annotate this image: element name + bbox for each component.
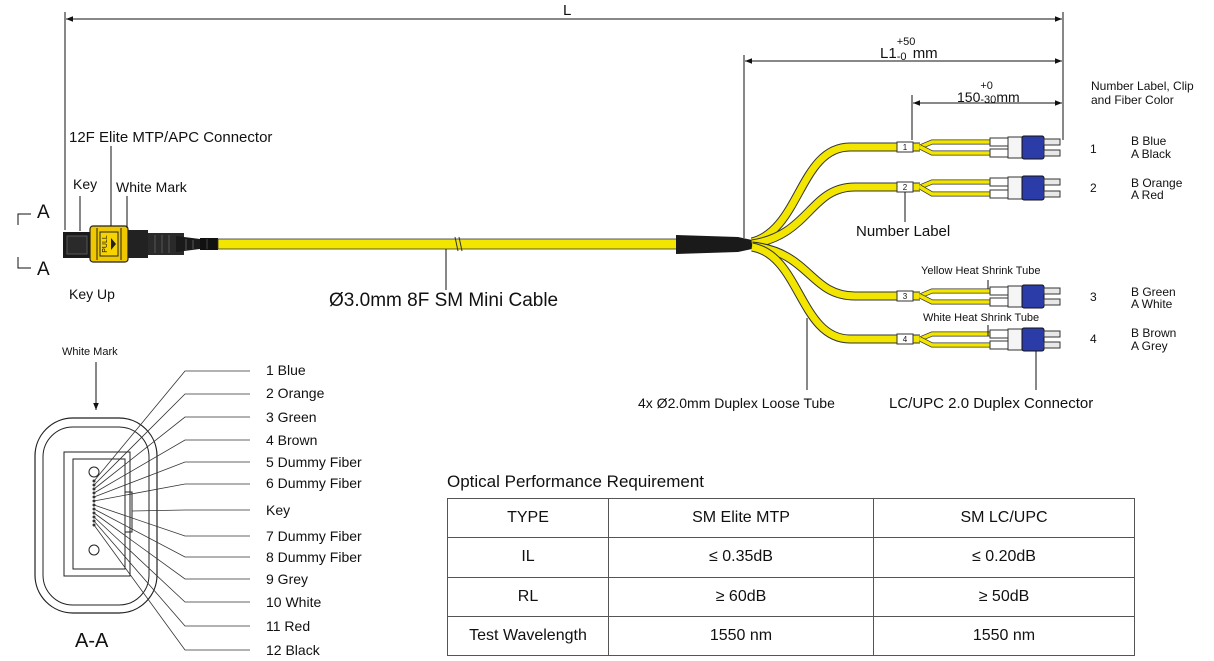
- mtp-connector: PULL: [63, 225, 218, 263]
- lc-leg-2: [918, 179, 990, 197]
- tube-label-1: 1: [903, 143, 908, 152]
- dimension-L: [64, 12, 1064, 230]
- dim-L1-tolerance: +50-0: [897, 36, 916, 63]
- endface-section: [34, 362, 158, 614]
- legend-header-line2: and Fiber Color: [1091, 93, 1174, 107]
- fiber-label-5: 5 Dummy Fiber: [266, 454, 362, 470]
- performance-title: Optical Performance Requirement: [447, 472, 705, 491]
- fiber-label-9: 9 Grey: [266, 571, 309, 587]
- fiber-label-4: 4 Brown: [266, 432, 318, 448]
- lc-connector-2: [989, 175, 1061, 201]
- fiber-label-11: 11 Red: [266, 618, 311, 634]
- fiber-label-2: 2 Orange: [266, 385, 325, 401]
- key-up-label: Key Up: [69, 286, 115, 302]
- dim-150-text: 150: [957, 89, 981, 105]
- section-marker-A: [17, 213, 31, 269]
- row-il-lc: ≤ 0.20dB: [873, 537, 1135, 578]
- leg-number-4: 4: [1090, 332, 1097, 346]
- dim-L1-sup: +50: [896, 36, 916, 48]
- dim-150-sup: +0: [980, 80, 993, 92]
- mtp-connector-label: 12F Elite MTP/APC Connector: [69, 129, 273, 146]
- fiber-label-12: 12 Black: [266, 642, 320, 658]
- lc-connector-label: LC/UPC 2.0 Duplex Connector: [889, 395, 1094, 412]
- cable-label: Ø3.0mm 8F SM Mini Cable: [329, 290, 559, 311]
- leg-4-fiber-a: A Grey: [1131, 339, 1168, 353]
- fiber-label-1: 1 Blue: [266, 362, 306, 378]
- lc-leg-4: [918, 331, 990, 348]
- leg-number-2: 2: [1090, 181, 1097, 195]
- row-rl-label: RL: [447, 576, 609, 617]
- dimension-150: [911, 95, 1062, 140]
- row-rl-lc: ≥ 50dB: [873, 576, 1135, 617]
- fiber-label-10: 10 White: [266, 594, 322, 610]
- lc-connector-3: [989, 284, 1061, 309]
- loose-tube-label: 4x Ø2.0mm Duplex Loose Tube: [638, 395, 835, 411]
- fiber-leaders: [93, 370, 250, 651]
- leg-2-fiber-b: B Orange: [1131, 176, 1183, 190]
- leg-3-fiber-a: A White: [1131, 297, 1173, 311]
- tube-label-3: 3: [903, 292, 908, 301]
- leg-4-fiber-b: B Brown: [1131, 326, 1177, 340]
- fiber-label-8: 8 Dummy Fiber: [266, 549, 362, 565]
- leg-3-fiber-b: B Green: [1131, 285, 1176, 299]
- lc-connector-1: [989, 135, 1061, 160]
- section-label-top: A: [37, 202, 50, 223]
- fiber-label-7: 7 Dummy Fiber: [266, 528, 362, 544]
- dim-L-label: L: [563, 2, 572, 19]
- leg-number-1: 1: [1090, 142, 1097, 156]
- header-type: TYPE: [447, 497, 609, 539]
- dim-L1-text: L1: [880, 45, 897, 62]
- leg-1-fiber-b: B Blue: [1131, 134, 1167, 148]
- key-label: Key: [73, 176, 98, 192]
- breakout-boot: [676, 235, 752, 254]
- dim-150-unit: mm: [996, 89, 1020, 105]
- pull-tab-text: PULL: [102, 235, 109, 253]
- performance-table: TYPE SM Elite MTP SM LC/UPC IL ≤ 0.35dB …: [447, 497, 1135, 657]
- header-mtp: SM Elite MTP: [608, 497, 874, 539]
- legend-header-line1: Number Label, Clip: [1091, 79, 1194, 93]
- number-label-text: Number Label: [856, 223, 951, 240]
- endface-white-mark-label: White Mark: [62, 346, 118, 358]
- leg-1-fiber-a: A Black: [1131, 147, 1172, 161]
- row-il-label: IL: [447, 537, 609, 578]
- table-row: IL ≤ 0.35dB ≤ 0.20dB: [447, 537, 1135, 578]
- dim-150-sub: -30: [980, 94, 997, 106]
- row-wl-label: Test Wavelength: [447, 615, 609, 657]
- fiber-label-key: Key: [266, 502, 291, 518]
- fanout-tubes: [750, 142, 920, 344]
- white-mark-label: White Mark: [116, 179, 187, 195]
- row-rl-mtp: ≥ 60dB: [608, 576, 874, 617]
- fiber-label-3: 3 Green: [266, 409, 317, 425]
- table-header-row: TYPE SM Elite MTP SM LC/UPC: [447, 497, 1135, 539]
- yellow-tube-label: Yellow Heat Shrink Tube: [921, 265, 1041, 277]
- tube-label-4: 4: [903, 335, 908, 344]
- dim-L1-sub: -0: [896, 51, 907, 63]
- dimension-L1: [743, 55, 1062, 238]
- dim-150-tolerance: +0-30: [980, 80, 996, 106]
- endface-title: A-A: [75, 630, 109, 652]
- lc-connector-4: [989, 327, 1061, 352]
- fiber-dots: [92, 479, 96, 527]
- table-row: Test Wavelength 1550 nm 1550 nm: [447, 615, 1135, 657]
- lc-leg-3: [918, 288, 990, 305]
- header-lc: SM LC/UPC: [873, 497, 1135, 539]
- row-il-mtp: ≤ 0.35dB: [608, 537, 874, 578]
- section-label-bottom: A: [37, 259, 50, 280]
- leg-number-3: 3: [1090, 290, 1097, 304]
- dim-L1-unit: mm: [912, 45, 938, 62]
- leg-2-fiber-a: A Red: [1131, 188, 1164, 202]
- row-wl-lc: 1550 nm: [873, 615, 1135, 657]
- lc-leg-1: [918, 139, 990, 156]
- tube-label-2: 2: [903, 183, 908, 192]
- row-wl-mtp: 1550 nm: [608, 615, 874, 657]
- tube-number-labels: 1 2 3 4: [896, 141, 914, 345]
- main-cable: [217, 236, 681, 290]
- fiber-label-6: 6 Dummy Fiber: [266, 475, 362, 491]
- table-row: RL ≥ 60dB ≥ 50dB: [447, 576, 1135, 617]
- white-tube-label: White Heat Shrink Tube: [923, 312, 1040, 324]
